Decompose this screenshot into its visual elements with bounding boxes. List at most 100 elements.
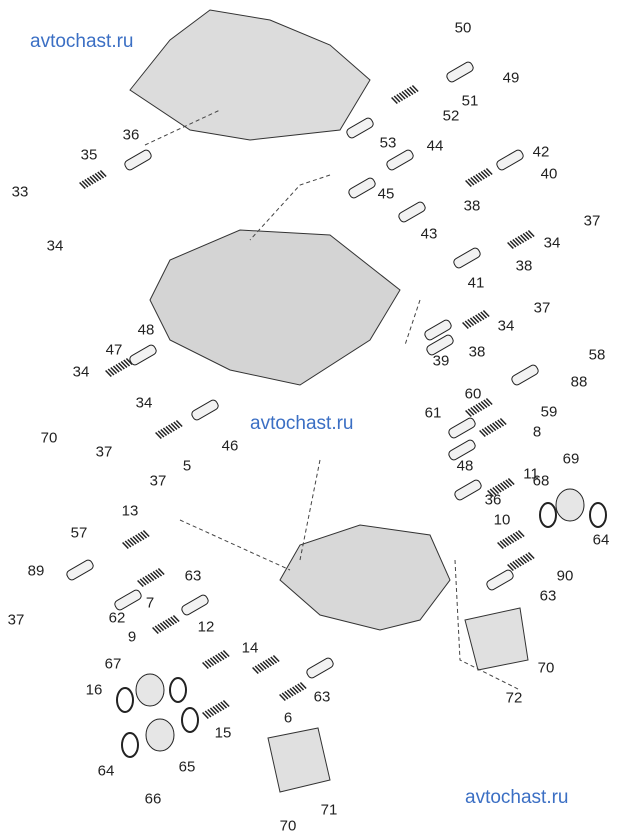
watermark-middle: avtochast.ru <box>250 413 354 434</box>
callout-16: 16 <box>85 681 103 699</box>
callout-42: 42 <box>532 143 550 161</box>
callout-38: 38 <box>468 343 486 361</box>
spring <box>122 530 150 549</box>
callout-34: 34 <box>543 234 561 252</box>
spring <box>465 168 493 187</box>
callout-63: 63 <box>539 587 557 605</box>
callout-88: 88 <box>570 373 588 391</box>
callout-43: 43 <box>420 225 438 243</box>
callout-9: 9 <box>127 628 137 646</box>
callout-6: 6 <box>283 709 293 727</box>
spring <box>137 568 165 587</box>
callout-58: 58 <box>588 346 606 364</box>
callout-46: 46 <box>221 437 239 455</box>
callout-12: 12 <box>197 618 215 636</box>
callout-70: 70 <box>40 429 58 447</box>
valve-plug <box>426 334 454 356</box>
middle-valve-body <box>149 229 401 386</box>
callout-33: 33 <box>11 183 29 201</box>
callout-57: 57 <box>70 524 88 542</box>
callout-50: 50 <box>454 19 472 37</box>
callout-11: 11 <box>523 465 539 483</box>
callout-63: 63 <box>184 567 202 585</box>
callout-67: 67 <box>104 655 122 673</box>
valve-plug <box>398 201 426 223</box>
spring <box>79 170 107 189</box>
callout-70: 70 <box>279 817 297 835</box>
spring <box>462 310 490 329</box>
spring <box>465 398 493 417</box>
callout-34: 34 <box>497 317 515 335</box>
callout-45: 45 <box>377 185 395 203</box>
callout-41: 41 <box>467 274 485 292</box>
callout-66: 66 <box>144 790 162 808</box>
spring <box>497 530 525 549</box>
callout-37: 37 <box>533 299 551 317</box>
spring <box>507 230 535 249</box>
callout-64: 64 <box>97 762 115 780</box>
callout-37: 37 <box>583 212 601 230</box>
callout-14: 14 <box>241 639 259 657</box>
callout-36: 36 <box>484 491 502 509</box>
callout-60: 60 <box>464 385 482 403</box>
assembly-line <box>404 299 421 346</box>
watermark-top: avtochast.ru <box>30 31 134 52</box>
spring <box>152 615 180 634</box>
spring <box>487 478 515 497</box>
snap-ring <box>589 502 607 528</box>
callout-5: 5 <box>182 457 192 475</box>
callout-39: 39 <box>432 352 450 370</box>
sleeve <box>145 718 175 752</box>
callout-48: 48 <box>137 321 155 339</box>
callout-69: 69 <box>562 450 580 468</box>
valve-plug <box>306 657 334 679</box>
callout-38: 38 <box>463 197 481 215</box>
callout-8: 8 <box>532 423 542 441</box>
valve-plug <box>124 149 152 171</box>
callout-52: 52 <box>442 107 460 125</box>
callout-15: 15 <box>214 724 232 742</box>
callout-34: 34 <box>135 394 153 412</box>
callout-13: 13 <box>121 502 139 520</box>
valve-plug <box>114 589 142 611</box>
sleeve <box>135 673 165 707</box>
valve-plug <box>511 364 539 386</box>
callout-62: 62 <box>108 609 126 627</box>
callout-71: 71 <box>320 801 338 819</box>
valve-plug <box>66 559 94 581</box>
snap-ring <box>121 732 139 758</box>
valve-plug <box>181 594 209 616</box>
callout-49: 49 <box>502 69 520 87</box>
sleeve <box>555 488 585 522</box>
callout-34: 34 <box>72 363 90 381</box>
spring <box>391 85 419 104</box>
valve-plug <box>191 399 219 421</box>
callout-64: 64 <box>592 531 610 549</box>
valve-plug <box>446 61 474 83</box>
callout-47: 47 <box>105 341 123 359</box>
callout-44: 44 <box>426 137 444 155</box>
valve-plug <box>486 569 514 591</box>
watermark-bottom: avtochast.ru <box>465 787 569 808</box>
callout-53: 53 <box>379 134 397 152</box>
valve-plug <box>453 247 481 269</box>
assembly-line <box>179 519 291 571</box>
spring <box>279 682 307 701</box>
gasket-plate-72 <box>464 607 529 671</box>
assembly-line <box>299 459 321 561</box>
valve-plug <box>448 417 476 439</box>
callout-48: 48 <box>456 457 474 475</box>
spring <box>155 420 183 439</box>
spring <box>202 700 230 719</box>
callout-36: 36 <box>122 126 140 144</box>
snap-ring <box>181 707 199 733</box>
snap-ring <box>116 687 134 713</box>
spring <box>507 552 535 571</box>
callout-34: 34 <box>46 237 64 255</box>
callout-90: 90 <box>556 567 574 585</box>
lower-valve-body <box>279 524 451 631</box>
callout-10: 10 <box>493 511 511 529</box>
valve-plug <box>454 479 482 501</box>
